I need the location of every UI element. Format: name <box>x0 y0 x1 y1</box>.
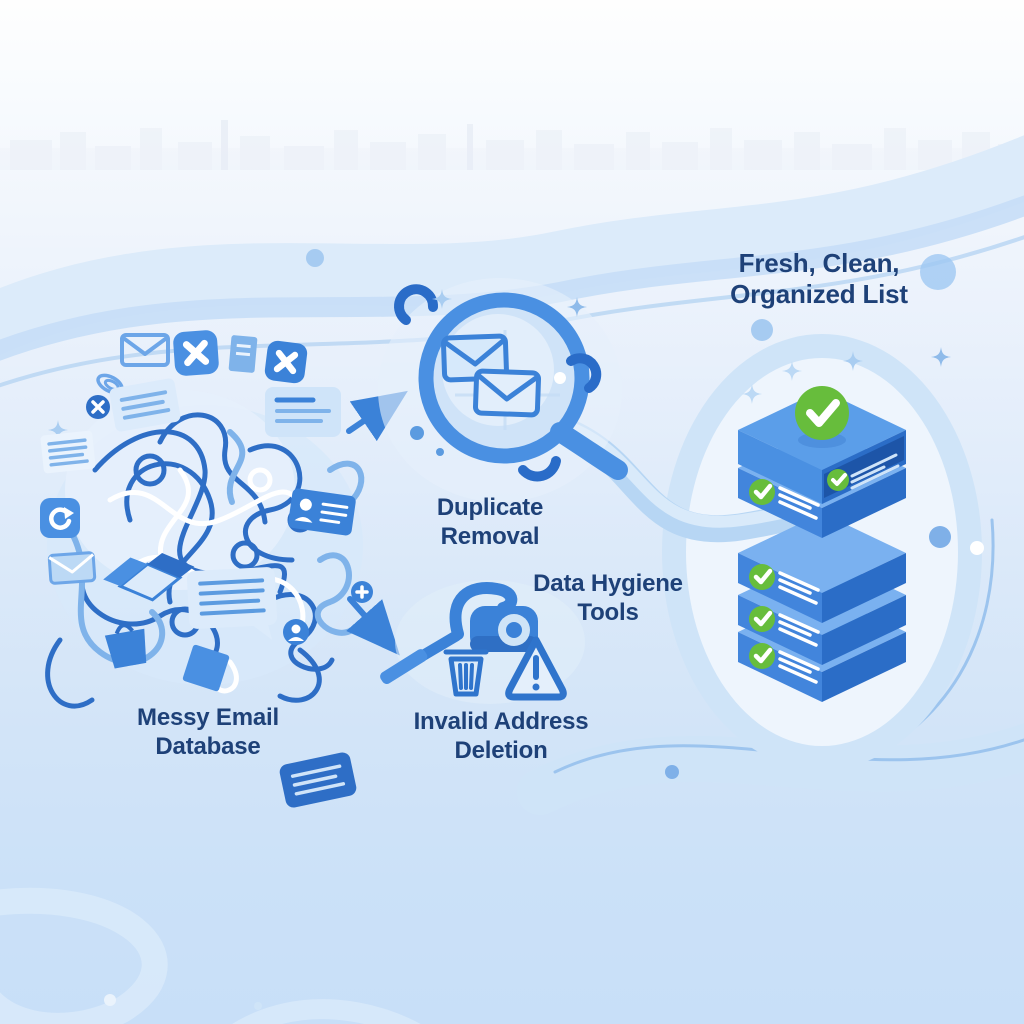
arrow-to-invalid <box>346 596 400 656</box>
big-checkmark-icon <box>795 386 849 440</box>
circled-x-icon <box>86 395 110 419</box>
highlight-dot <box>554 372 566 384</box>
lined-note-icon <box>40 430 96 474</box>
messy-database-label: Messy Email Database <box>137 704 279 762</box>
skyline-silhouette <box>0 120 1024 170</box>
clean-list-stack <box>738 386 906 702</box>
title-line-1: Fresh, Clean, <box>738 248 900 278</box>
speech-card-icon <box>186 567 278 640</box>
broken-ring-arcs <box>394 284 602 482</box>
messy-line-2: Database <box>155 732 261 760</box>
decorative-dots <box>104 249 984 1010</box>
dot <box>436 448 444 456</box>
diamond-card-icon <box>182 644 230 692</box>
open-box-icon <box>103 553 195 602</box>
id-card-icon <box>288 488 356 536</box>
duplicate-line-2: Removal <box>440 522 540 550</box>
x-badge-icon <box>264 340 308 384</box>
top-list-layer <box>738 386 906 504</box>
magnifier-duplicate-icon <box>378 278 628 502</box>
warning-icon <box>505 636 567 701</box>
duplicate-removal-label: Duplicate Removal <box>437 494 543 552</box>
invalid-line-2: Deletion <box>454 736 548 764</box>
hygiene-line-1: Data Hygiene <box>533 570 683 597</box>
envelope-icon <box>472 368 542 418</box>
messy-tangle-illustration <box>40 330 373 808</box>
doc-icon <box>228 335 258 373</box>
circled-plus-icon <box>351 581 373 603</box>
chat-card-icon <box>265 387 341 437</box>
title-line-2: Organized List <box>730 279 908 310</box>
data-hygiene-tools-label: Data Hygiene Tools <box>533 570 683 628</box>
messy-line-1: Messy Email <box>137 704 279 731</box>
trash-icon <box>443 649 489 697</box>
vacuum-icon <box>380 582 538 684</box>
refresh-badge-icon <box>40 498 80 538</box>
envelope-flat-icon <box>47 551 97 585</box>
dot <box>410 426 424 440</box>
invalid-line-1: Invalid Address <box>413 708 589 735</box>
clean-list-title: Fresh, Clean, Organized List <box>730 248 908 310</box>
dark-card-icon <box>279 752 357 808</box>
circled-person-icon <box>283 619 309 645</box>
note-card-icon <box>109 378 181 432</box>
data-hygiene-tools-icons <box>380 580 585 704</box>
magnifier-handle <box>550 422 628 480</box>
x-badge-icon <box>173 330 219 376</box>
duplicate-line-1: Duplicate <box>436 494 544 521</box>
invalid-address-label: Invalid Address Deletion <box>414 708 589 766</box>
envelope-outline-icon <box>120 333 170 367</box>
background-swirls <box>0 135 1024 1024</box>
hygiene-line-2: Tools <box>577 598 639 626</box>
shopping-bag-icon <box>104 623 147 669</box>
